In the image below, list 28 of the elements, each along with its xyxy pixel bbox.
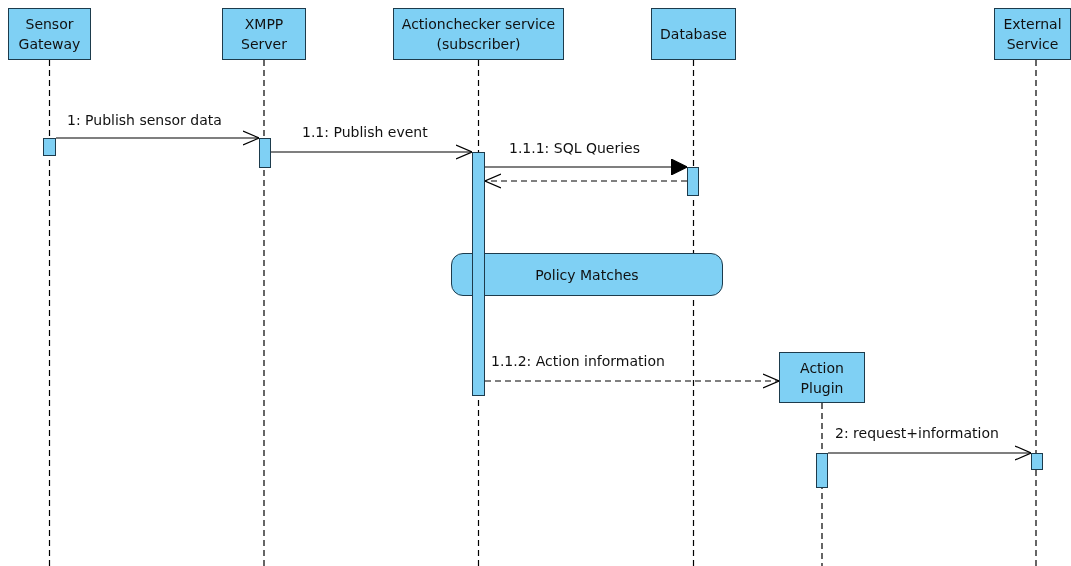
arrow bbox=[55, 130, 260, 146]
edge-label: 2: request+information bbox=[834, 425, 1000, 442]
lifeline-head bbox=[779, 352, 865, 403]
lifeline-head bbox=[222, 8, 306, 60]
activation-bar bbox=[472, 152, 485, 396]
note-box bbox=[451, 253, 723, 296]
activation-bar bbox=[43, 138, 56, 156]
node-label: External Service bbox=[1002, 15, 1063, 54]
activation-bar bbox=[1031, 453, 1043, 470]
arrow bbox=[484, 158, 688, 176]
activation-bar bbox=[259, 138, 271, 168]
node-label: Action Plugin bbox=[799, 358, 845, 398]
node-label: XMPP Server bbox=[240, 15, 288, 54]
arrow bbox=[484, 173, 688, 189]
node-label: Actionchecker service (subscriber) bbox=[400, 15, 557, 54]
node-label: Sensor Gateway bbox=[17, 15, 82, 54]
node-label: Database bbox=[660, 25, 727, 44]
lifeline-head bbox=[393, 8, 564, 60]
arrow bbox=[827, 445, 1032, 461]
lifeline-head bbox=[994, 8, 1071, 60]
edge-label: 1.1.1: SQL Queries bbox=[508, 140, 641, 157]
node-label: Policy Matches bbox=[535, 265, 639, 285]
arrow bbox=[484, 373, 780, 389]
lifeline-head bbox=[8, 8, 91, 60]
activation-bar bbox=[687, 167, 699, 196]
lifeline-head bbox=[651, 8, 736, 60]
activation-bar bbox=[816, 453, 828, 488]
arrow bbox=[270, 144, 473, 160]
